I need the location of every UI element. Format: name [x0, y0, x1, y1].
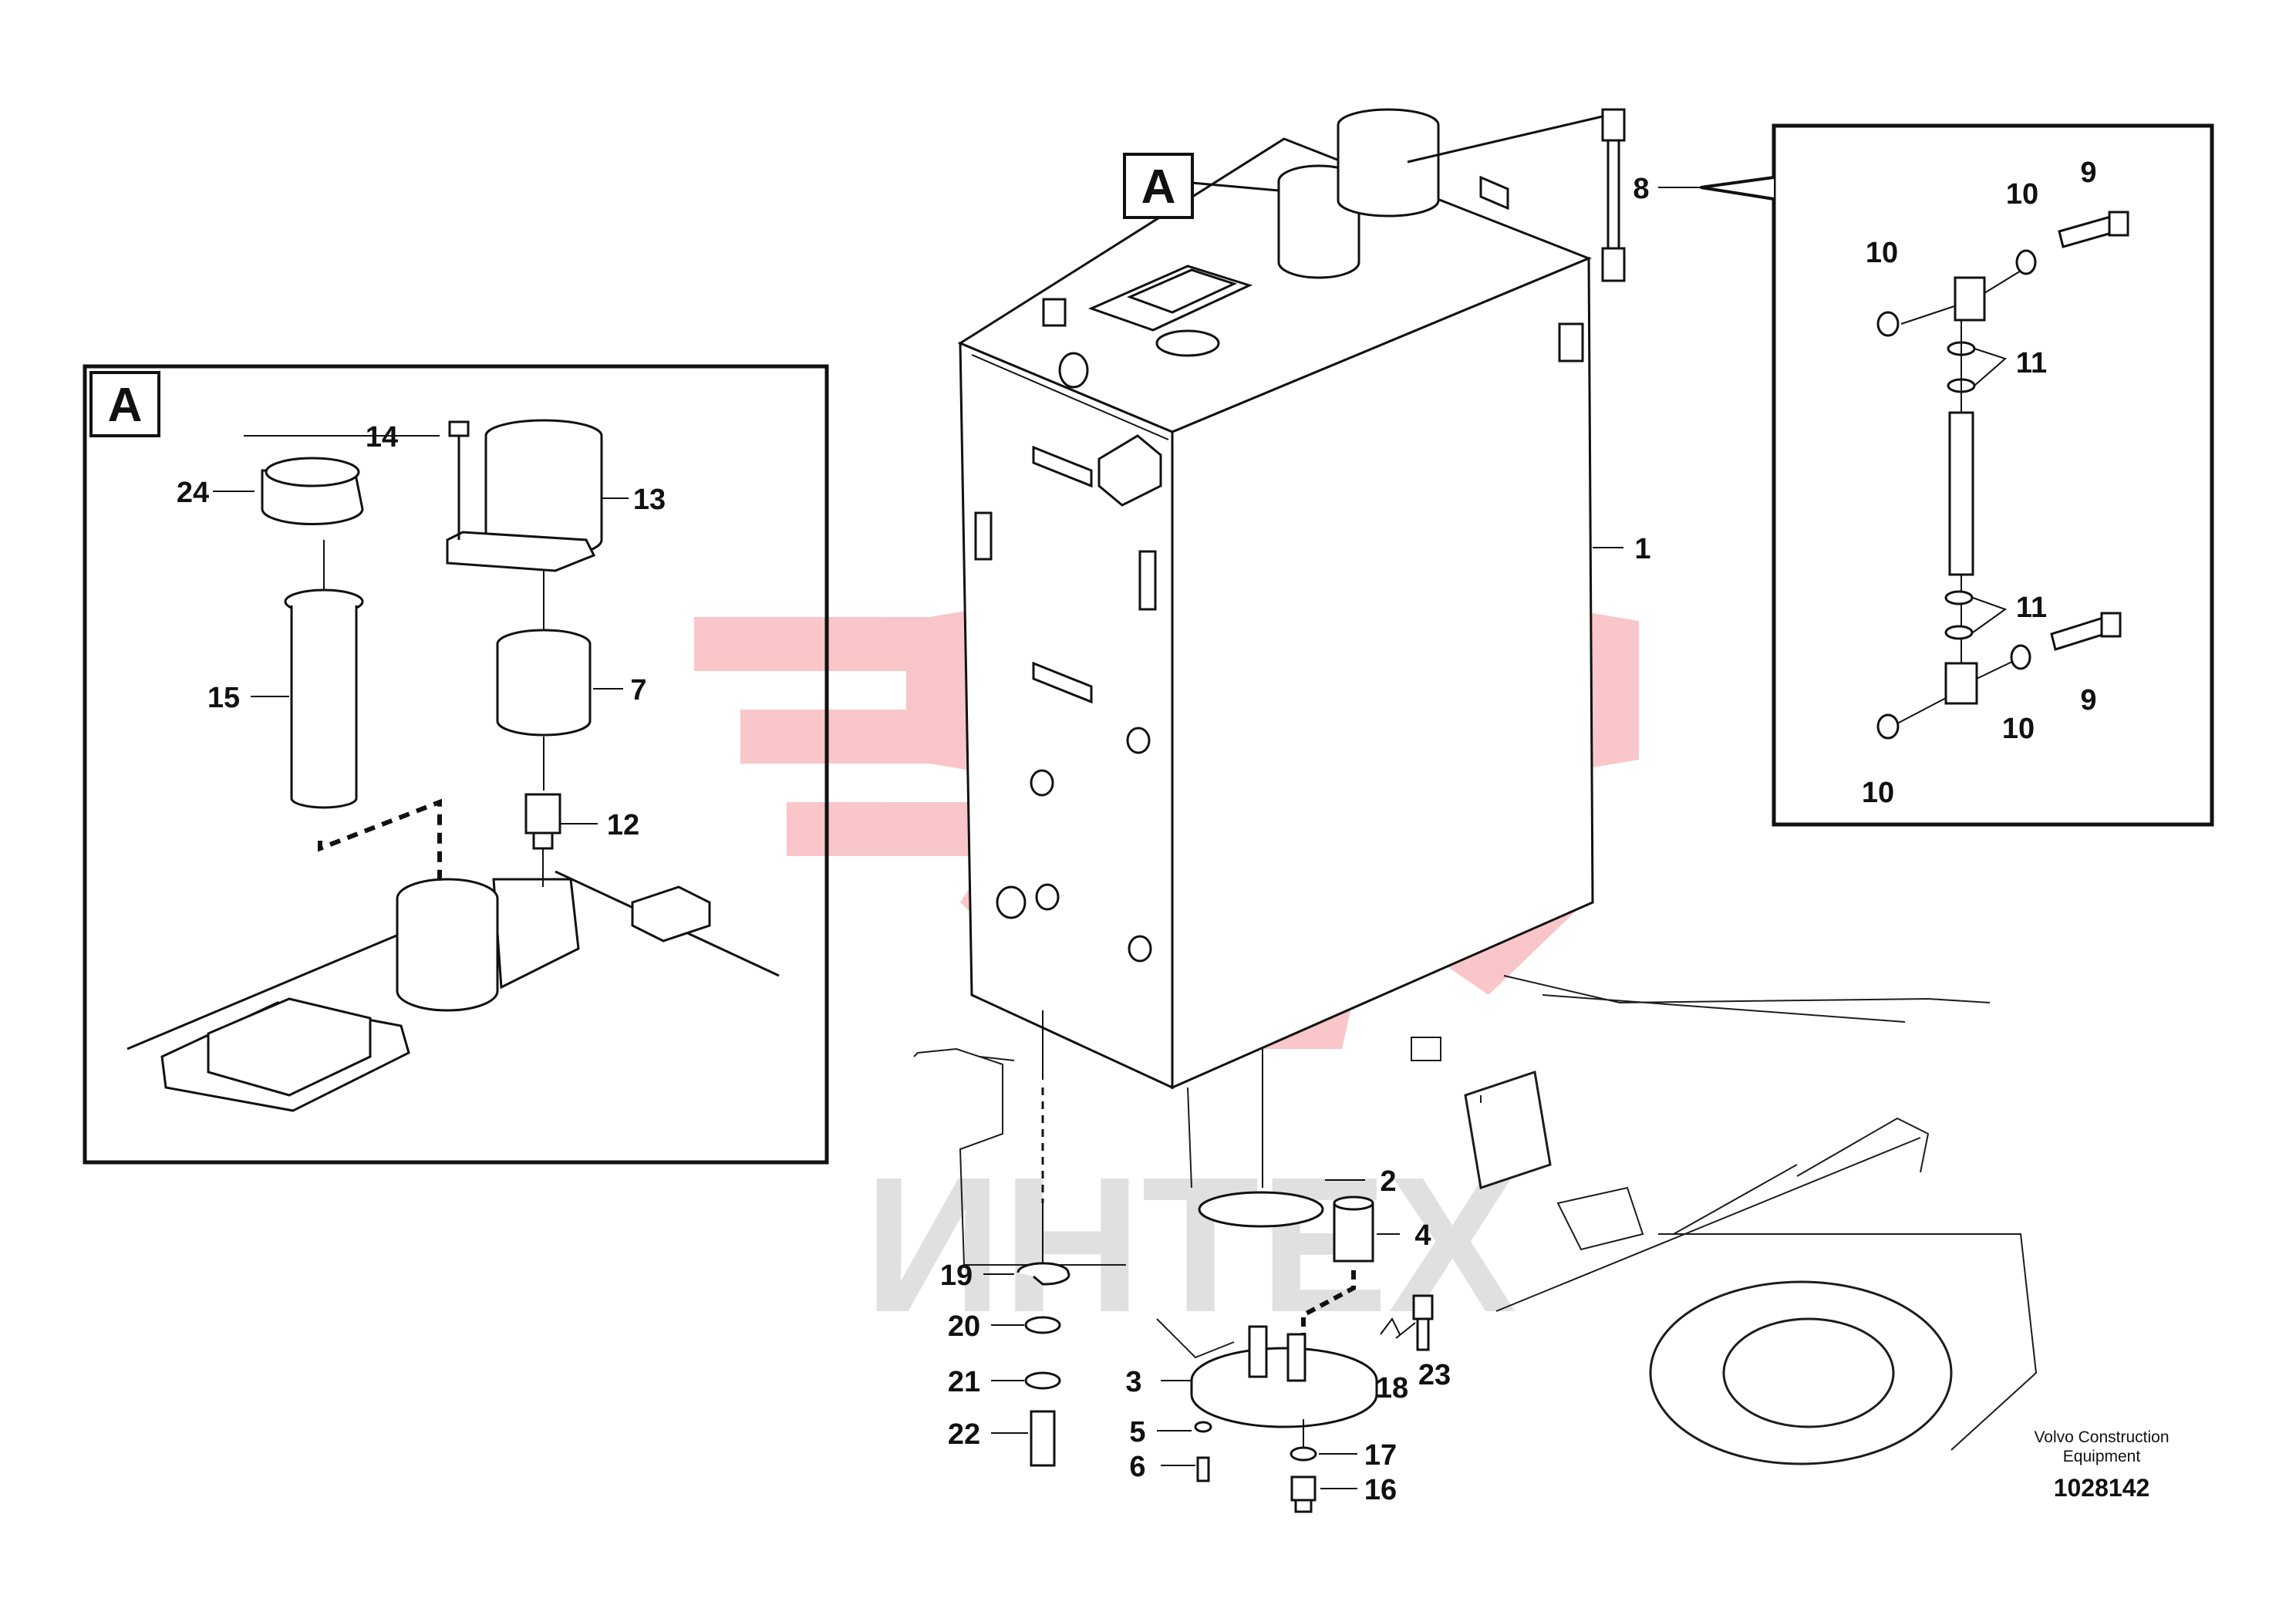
drawing-number: 1028142: [2054, 1474, 2150, 1502]
detail-view-8: 8 9 10 10 11 11 9 10: [1633, 123, 2214, 827]
callout-10-bottom-right: 10: [2002, 713, 2035, 745]
callout-20: 20: [948, 1310, 980, 1343]
detail-view-a: A: [83, 364, 829, 1165]
callout-17: 17: [1364, 1439, 1397, 1472]
callout-10-bottom-left: 10: [1862, 777, 1894, 809]
callout-5: 5: [1129, 1416, 1145, 1448]
callout-3: 3: [1125, 1366, 1141, 1398]
watermark-text: ИНТЕХ: [864, 1137, 1516, 1352]
callout-9-bottom: 9: [2080, 684, 2096, 717]
callout-24: 24: [177, 477, 209, 509]
callout-10-top-right: 10: [2006, 178, 2038, 211]
callout-6: 6: [1129, 1451, 1145, 1483]
tank-detail-a-callout: A: [1141, 160, 1176, 214]
hydraulic-tank: A 1: [957, 108, 1651, 1090]
callout-11-bottom: 11: [2016, 592, 2047, 624]
callout-22: 22: [948, 1418, 980, 1451]
company-name-line2: Equipment: [2063, 1448, 2141, 1465]
callout-14: 14: [366, 421, 398, 454]
callout-13: 13: [633, 484, 666, 516]
callout-12: 12: [607, 809, 639, 841]
callout-15: 15: [207, 682, 240, 714]
company-name-line1: Volvo Construction: [2034, 1428, 2169, 1446]
callout-8: 8: [1633, 173, 1649, 205]
callout-18: 18: [1376, 1372, 1408, 1404]
callout-4: 4: [1414, 1219, 1431, 1252]
machine-frame: [913, 975, 2038, 1465]
callout-1: 1: [1634, 533, 1650, 565]
lower-parts: 2 4 3 18 23 5 6 17 16: [940, 1010, 1451, 1513]
callout-7: 7: [630, 674, 646, 706]
callout-23: 23: [1418, 1359, 1451, 1391]
callout-10-top-left: 10: [1866, 237, 1898, 269]
callout-21: 21: [948, 1366, 980, 1398]
callout-2: 2: [1380, 1165, 1396, 1198]
callout-9-top: 9: [2080, 157, 2096, 189]
callout-11-top: 11: [2016, 347, 2047, 379]
title-block: Volvo Construction Equipment 1028142: [2034, 1428, 2169, 1502]
callout-19: 19: [940, 1259, 973, 1292]
callout-16: 16: [1364, 1474, 1397, 1506]
detail-a-label: A: [108, 379, 143, 432]
